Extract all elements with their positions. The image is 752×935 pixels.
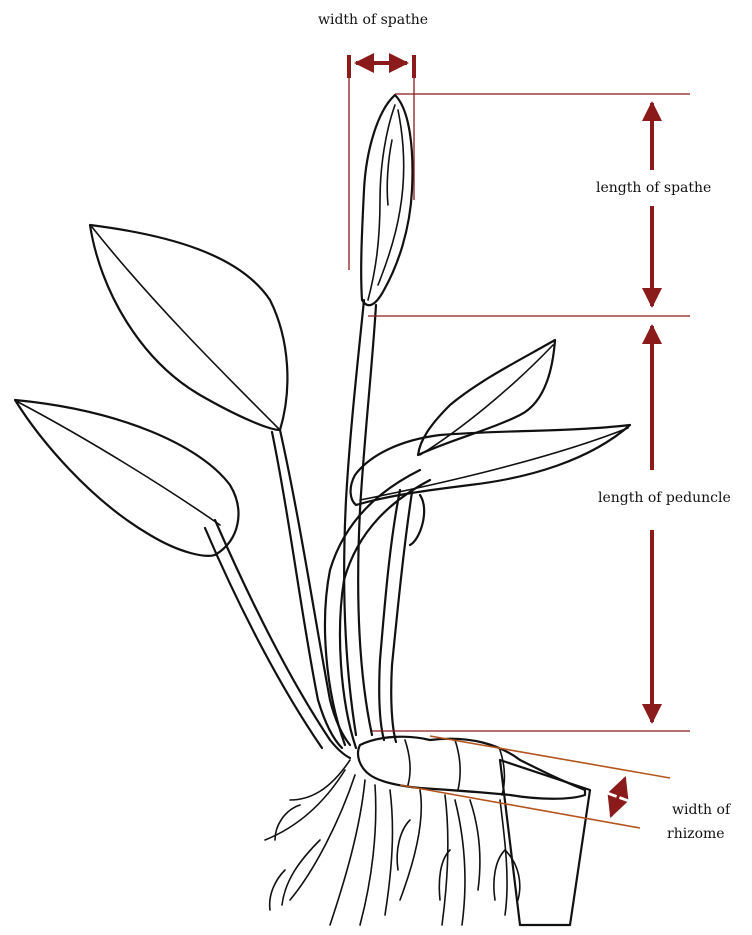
leaf-upper-right [418,340,555,455]
leaf-upper-left [90,225,287,430]
leaf-upper-right-midrib [420,345,553,455]
petiole-lower-left-a [215,520,350,758]
rhizome-width-arrow [611,778,625,816]
rhizome-top-guide [430,736,670,778]
plant-drawing [15,95,630,925]
peduncle-left [344,300,364,735]
sheath-left [325,470,420,745]
rhizome-bottom-guide [400,785,640,828]
spathe-inner-fold [368,105,395,300]
peduncle-right [358,305,376,735]
leaf-lower-left [15,400,238,556]
label-width-of-rhizome-line2: rhizome [665,826,727,842]
dimension-lines [349,55,690,828]
spathe-inner-fold-2 [378,110,404,285]
pot [500,760,590,925]
rhizome-node-1 [405,740,410,785]
petiole-right-c [410,495,424,545]
rhizome-node-2 [455,740,460,790]
label-width-of-spathe: width of spathe [316,12,430,28]
label-length-of-peduncle: length of peduncle [596,490,752,506]
label-width-of-rhizome-line1: width of [670,802,732,818]
rhizome-body [358,737,585,799]
label-length-of-spathe: length of spathe [594,180,713,196]
spathe-spadix [387,140,392,205]
leaf-upper-left-midrib [92,227,280,430]
